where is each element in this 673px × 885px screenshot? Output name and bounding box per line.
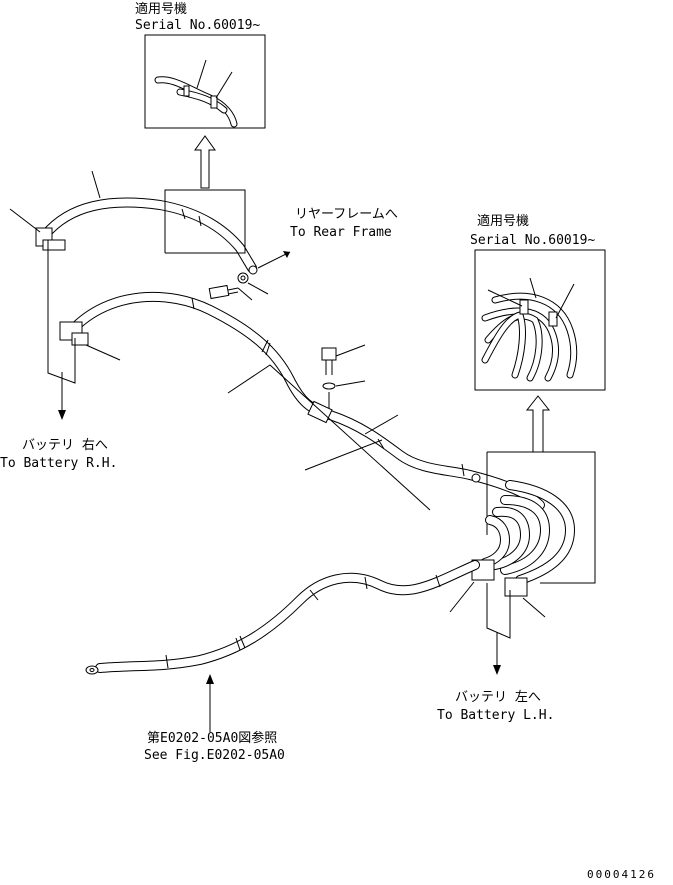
right-detail-arrow <box>525 395 551 453</box>
right-inset-title-en: Serial No.60019~ <box>470 233 595 248</box>
battery-lh-label-en: To Battery L.H. <box>437 708 554 723</box>
top-inset-leader-2 <box>215 71 233 99</box>
middle-bolt-head <box>321 347 337 361</box>
battery-lh-terminal-2 <box>504 577 528 597</box>
right-inset-title-jp: 適用号機 <box>477 213 529 229</box>
middle-leader-2 <box>304 439 383 471</box>
main-cable <box>59 291 545 510</box>
right-loop-cables <box>449 480 575 618</box>
battery-lh-label-jp: バッテリ 左へ <box>455 690 541 705</box>
main-cable-clamp <box>307 400 333 424</box>
top-bolt-head <box>208 284 230 300</box>
battery-rh-label-jp: バッテリ 右へ <box>22 438 108 453</box>
battery-rh-label-en: To Battery R.H. <box>0 456 117 471</box>
top-detail-inset: 適用号機 Serial No.60019~ <box>135 1 266 129</box>
middle-leader-3 <box>364 414 399 435</box>
top-inset-leader-1 <box>196 59 207 89</box>
right-inset-clamp <box>519 299 529 315</box>
battery-lh-callout: バッテリ 左へ To Battery L.H. <box>437 632 554 723</box>
middle-bolt-assembly <box>321 344 366 408</box>
top-inset-title-jp: 適用号機 <box>135 1 187 17</box>
middle-washer <box>322 382 336 390</box>
rear-frame-callout: リヤーフレームへ To Rear Frame <box>257 207 398 269</box>
see-fig-label-jp: 第E0202-05A0図参照 <box>147 730 277 746</box>
upper-cable <box>9 170 258 275</box>
battery-rh-leader-frame <box>47 240 76 384</box>
rear-frame-terminal <box>248 265 258 275</box>
rear-frame-label-en: To Rear Frame <box>290 225 392 240</box>
battery-lh-leader-frame <box>486 583 511 639</box>
see-fig-callout: 第E0202-05A0図参照 See Fig.E0202-05A0 <box>144 674 285 763</box>
top-inset-clip <box>210 95 218 109</box>
lower-cable <box>85 560 480 675</box>
middle-leader-lines <box>227 364 431 511</box>
right-detail-inset: 適用号機 Serial No.60019~ <box>470 213 606 391</box>
see-fig-label-en: See Fig.E0202-05A0 <box>144 748 285 763</box>
rear-frame-label-jp: リヤーフレームへ <box>295 207 398 222</box>
top-detail-arrow <box>194 135 216 189</box>
top-inset-clamp <box>183 85 190 97</box>
top-bolt-assembly <box>208 272 269 301</box>
right-detail-frame <box>487 451 596 584</box>
upper-detail-frame <box>164 189 246 254</box>
drawing-number: 00004126 <box>587 868 656 881</box>
battery-rh-callout: バッテリ 右へ To Battery R.H. <box>0 372 117 471</box>
top-inset-title-en: Serial No.60019~ <box>135 18 260 33</box>
